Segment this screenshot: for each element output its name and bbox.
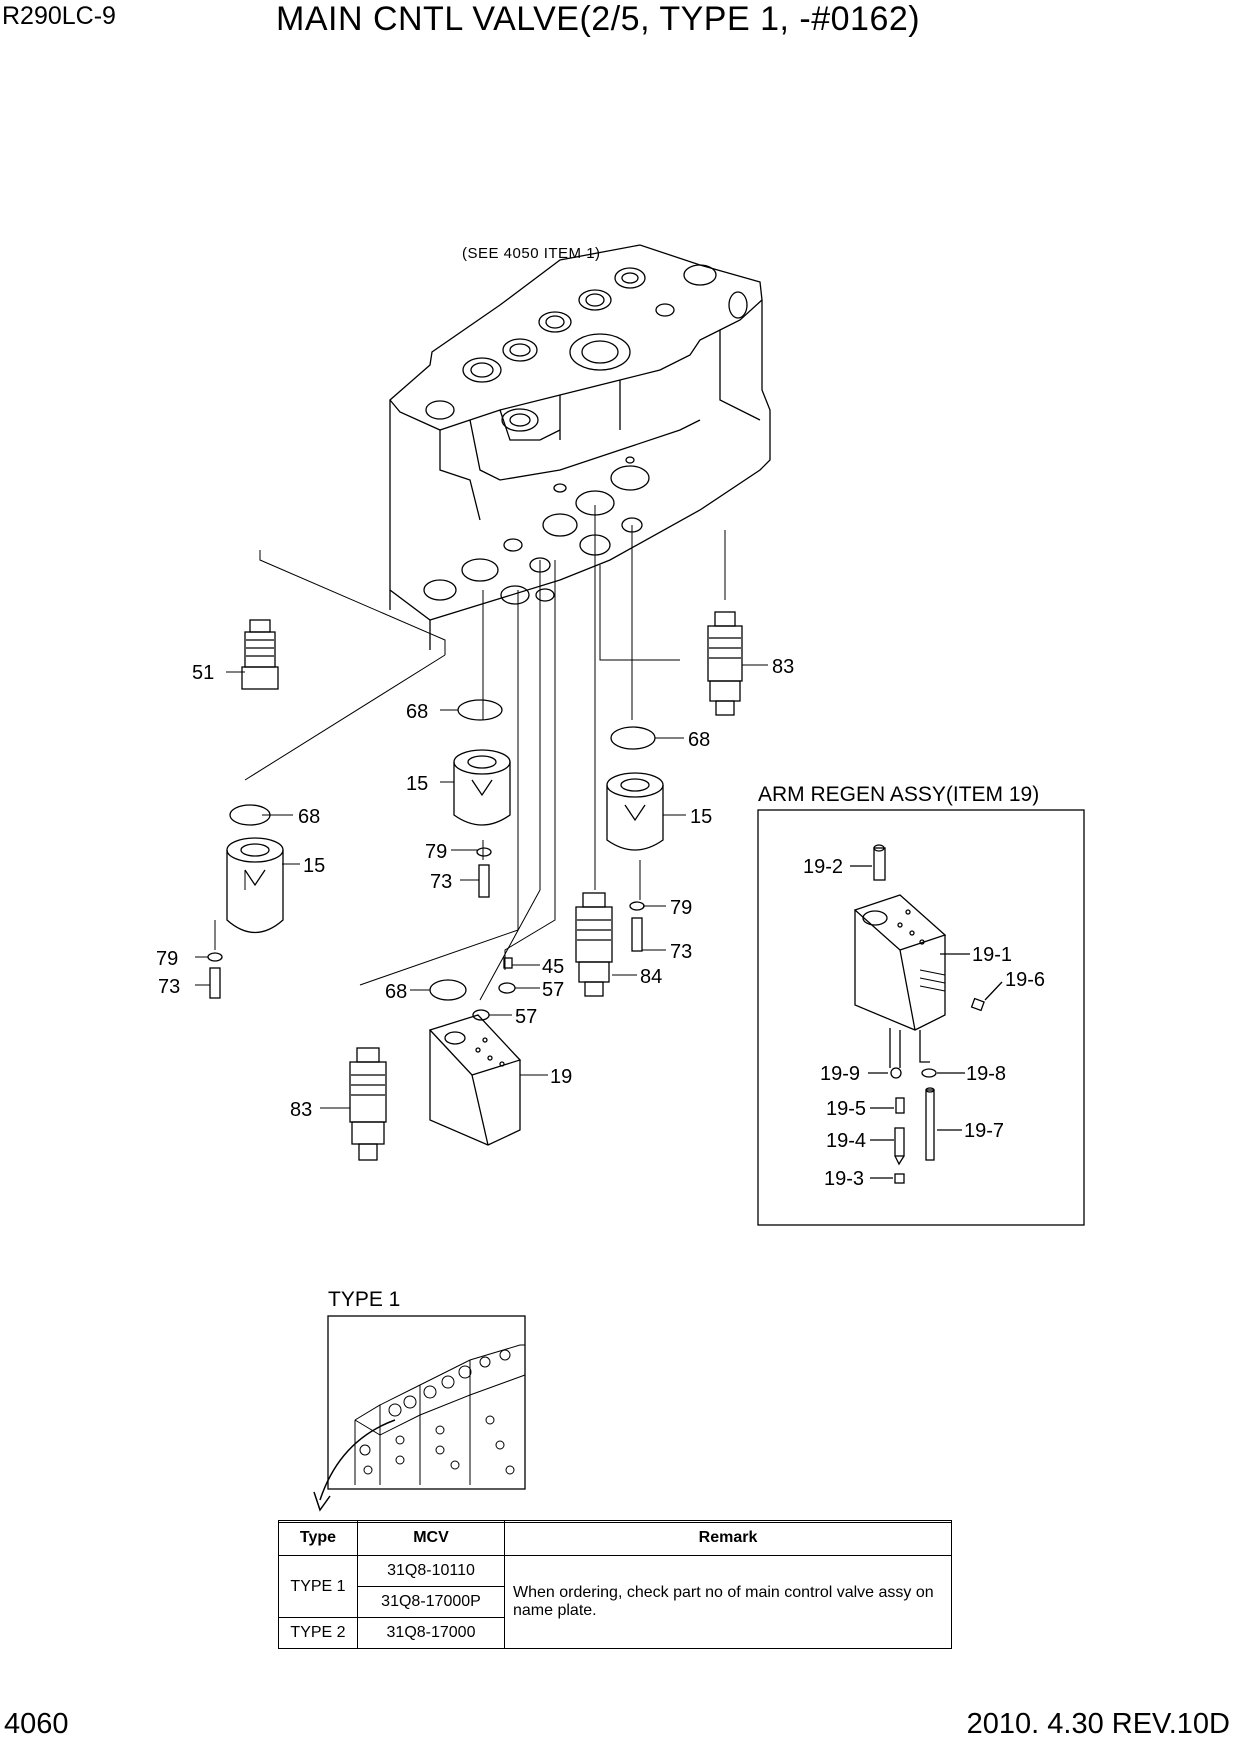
cell-type-1: TYPE 1 [278, 1555, 358, 1618]
callout-51: 51 [192, 662, 214, 684]
arm-regen-box [757, 809, 1085, 1226]
cell-mcv-3: 31Q8-17000 [357, 1617, 505, 1649]
callout-19-2: 19-2 [803, 856, 843, 878]
cell-type-2: TYPE 2 [278, 1617, 358, 1649]
callout-15-b: 15 [406, 773, 428, 795]
callout-19-3: 19-3 [824, 1168, 864, 1190]
oring-68-d [429, 979, 467, 1001]
callout-68-a: 68 [298, 806, 320, 828]
table-row: TYPE 2 31Q8-17000 [278, 1617, 952, 1649]
page-number: 4060 [4, 1708, 69, 1740]
table-row: 31Q8-17000P [279, 1586, 952, 1618]
callout-84: 84 [640, 966, 662, 988]
model-label: R290LC-9 [2, 2, 116, 30]
part-15-a [226, 837, 284, 933]
leader-lines [214, 505, 726, 1001]
callout-19-7: 19-7 [964, 1120, 1004, 1142]
table-row: TYPE 1 31Q8-10110 When ordering, check p… [278, 1555, 952, 1649]
page-title: MAIN CNTL VALVE(2/5, TYPE 1, -#0162) [276, 0, 921, 38]
mcv-type-table: Type MCV Remark TYPE 1 31Q8-10110 When o… [278, 1520, 952, 1649]
bolt-73-a [209, 967, 221, 999]
header-remark: Remark [504, 1520, 952, 1556]
callout-19-8: 19-8 [966, 1063, 1006, 1085]
oring-57-a [498, 982, 516, 994]
callout-79-b: 79 [425, 841, 447, 863]
part-51-valve [241, 619, 279, 690]
washer-79-c [629, 901, 645, 911]
callout-ticks [195, 664, 768, 1109]
callout-73-b: 73 [430, 871, 452, 893]
callout-57-a: 57 [542, 979, 564, 1001]
callout-79-a: 79 [156, 948, 178, 970]
type-inset-label: TYPE 1 [328, 1288, 400, 1311]
type-inset-frame [327, 1315, 526, 1490]
part-84 [575, 892, 613, 997]
callout-79-c: 79 [670, 897, 692, 919]
cell-mcv-2: 31Q8-17000P [357, 1586, 505, 1618]
washer-79-a [207, 952, 223, 962]
washer-79-b [476, 847, 492, 857]
callout-45: 45 [542, 956, 564, 978]
bolt-73-c [631, 917, 643, 952]
callout-19-4: 19-4 [826, 1130, 866, 1152]
table-header-row: Type MCV Remark [278, 1520, 952, 1556]
callout-15-a: 15 [303, 855, 325, 877]
header-type: Type [278, 1520, 358, 1556]
type-inset-picture [313, 1344, 526, 1512]
callout-19-1: 19-1 [972, 944, 1012, 966]
callout-57-b: 57 [515, 1006, 537, 1028]
callout-19: 19 [550, 1066, 572, 1088]
callout-73-a: 73 [158, 976, 180, 998]
callout-68-d: 68 [385, 981, 407, 1003]
main-valve-block [389, 244, 771, 650]
plug-45 [503, 957, 513, 969]
callout-68-c: 68 [688, 729, 710, 751]
part-83-b [349, 1047, 387, 1161]
part-15-b [453, 749, 511, 826]
callout-73-c: 73 [670, 941, 692, 963]
arm-regen-title: ARM REGEN ASSY(ITEM 19) [758, 783, 1039, 806]
oring-68-c [610, 726, 656, 750]
part-15-c [606, 772, 664, 851]
header-mcv: MCV [357, 1520, 505, 1556]
cell-remark: When ordering, check part no of main con… [504, 1555, 952, 1649]
cell-mcv-1: 31Q8-10110 [357, 1555, 505, 1587]
part-19-block [428, 1014, 522, 1146]
bolt-73-b [478, 864, 490, 898]
revision-date: 2010. 4.30 REV.10D [966, 1708, 1230, 1740]
callout-83-a: 83 [772, 656, 794, 678]
callout-19-9: 19-9 [820, 1063, 860, 1085]
reference-note: (SEE 4050 ITEM 1) [462, 245, 601, 262]
callout-19-6: 19-6 [1005, 969, 1045, 991]
callout-83-b: 83 [290, 1099, 312, 1121]
part-83-a [707, 611, 743, 716]
callout-68-b: 68 [406, 701, 428, 723]
callout-19-5: 19-5 [826, 1098, 866, 1120]
oring-68-b [457, 699, 503, 721]
callout-15-c: 15 [690, 806, 712, 828]
arm-regen-parts [850, 844, 1003, 1184]
